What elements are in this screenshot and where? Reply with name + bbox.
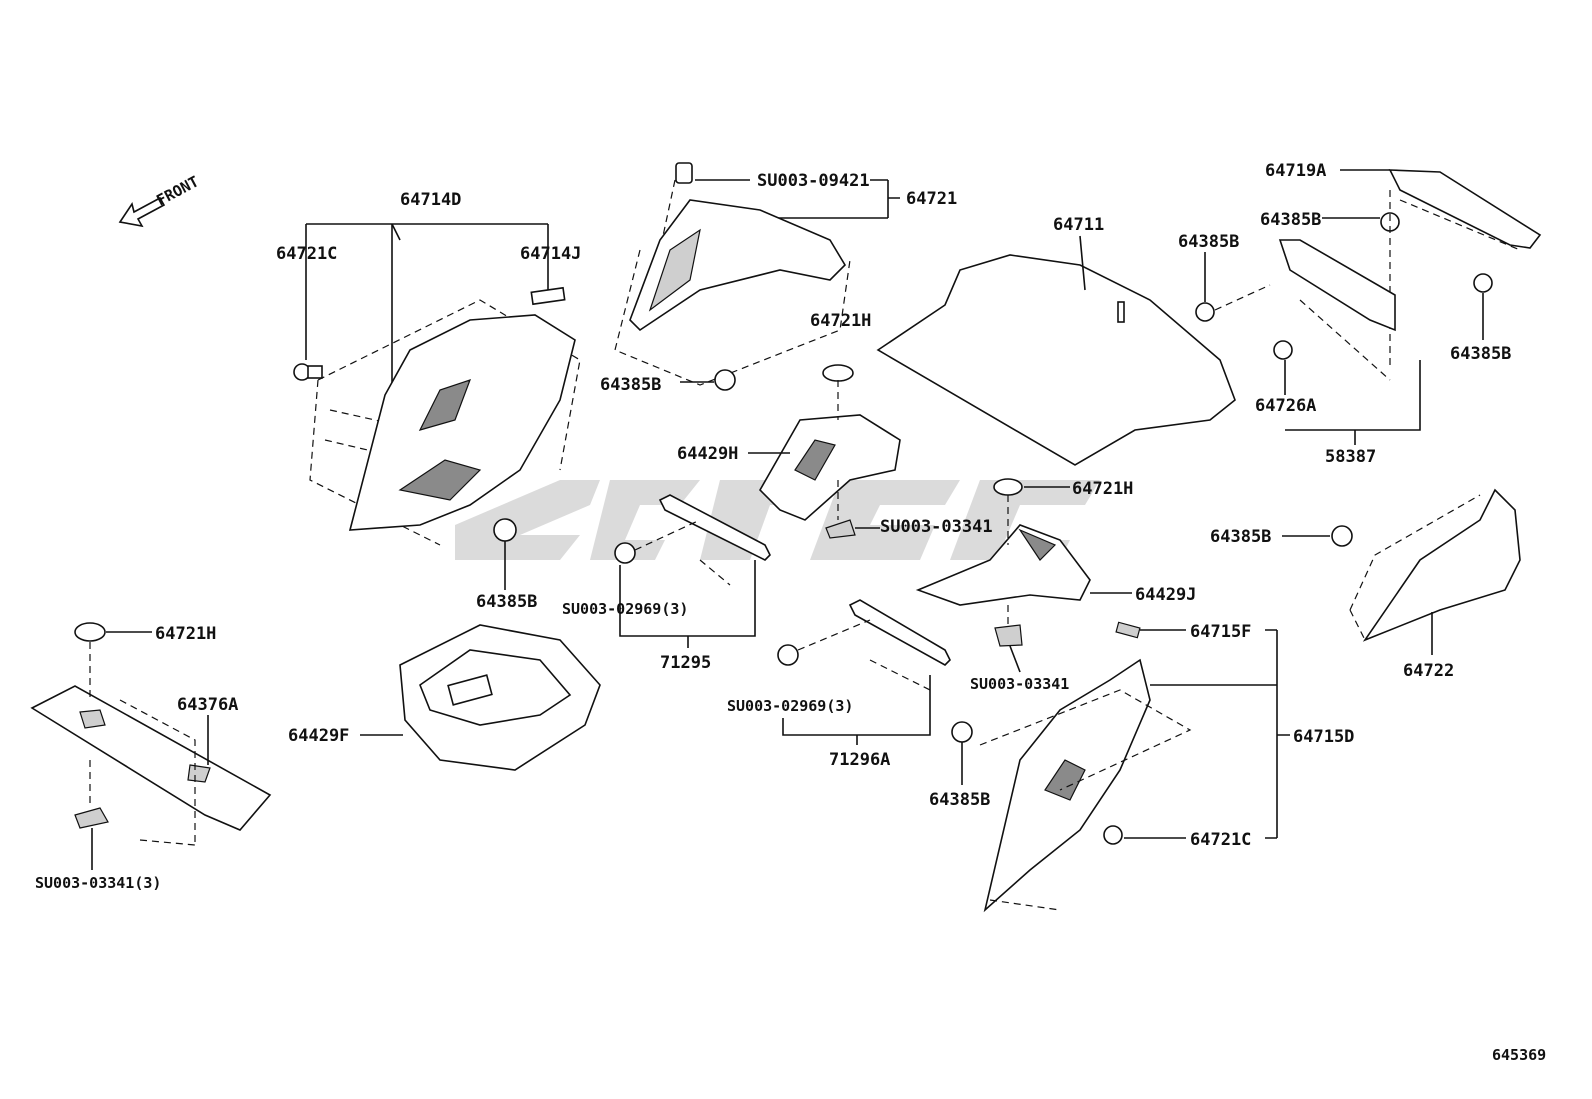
part-64376A-group: 64721H 64376A SU003-03341(3) <box>30 622 272 892</box>
label-64385B-center: 64385B <box>600 375 661 395</box>
front-direction-arrow: FRONT <box>118 172 202 228</box>
label-64429J: 64429J <box>1135 585 1196 605</box>
label-64721C-right: 64721C <box>1190 830 1251 850</box>
label-64711: 64711 <box>1053 215 1104 235</box>
label-64385B-top-right: 64385B <box>1260 210 1321 230</box>
part-64714D-group: 64714D 64721C 64714J 64385B <box>276 190 581 612</box>
label-SU003-03341-left: SU003-03341(3) <box>35 874 161 892</box>
label-SU003-03341-center: SU003-03341 <box>880 517 993 537</box>
label-64714J: 64714J <box>520 244 581 264</box>
label-64721C-left: 64721C <box>276 244 337 264</box>
label-71296A: 71296A <box>829 750 890 770</box>
label-64385B-left-of-58387: 64385B <box>1178 232 1239 252</box>
part-58387-group: 64719A 64385B 64385B 64385B 64726A 58387 <box>1178 161 1542 467</box>
part-71296A-group: SU003-02969(3) 71296A <box>727 599 951 770</box>
label-64376A: 64376A <box>177 695 238 715</box>
part-64711-group: 64711 <box>876 215 1236 466</box>
label-64385B-left: 64385B <box>476 592 537 612</box>
label-64429H: 64429H <box>677 444 738 464</box>
label-64385B-far-right: 64385B <box>1450 344 1511 364</box>
label-64715F: 64715F <box>1190 622 1251 642</box>
diagram-id: 645369 <box>1492 1046 1546 1064</box>
label-64719A: 64719A <box>1265 161 1326 181</box>
label-64385B-bottom: 64385B <box>929 790 990 810</box>
front-label: FRONT <box>153 172 201 209</box>
part-64715D-group: 64715F 64715D 64721C 64385B <box>929 621 1354 913</box>
part-64429F-group: 64429F <box>288 624 601 771</box>
part-64722-group: 64385B 64722 <box>1210 488 1521 681</box>
label-SU003-02969-right: SU003-02969(3) <box>727 697 853 715</box>
label-SU003-09421: SU003-09421 <box>757 171 870 191</box>
label-64721H-right: 64721H <box>1072 479 1133 499</box>
label-64722: 64722 <box>1403 661 1454 681</box>
label-64385B-64722: 64385B <box>1210 527 1271 547</box>
label-64721H-center: 64721H <box>810 311 871 331</box>
label-64714D: 64714D <box>400 190 461 210</box>
label-64429F: 64429F <box>288 726 349 746</box>
clip-64385B-center <box>680 369 736 391</box>
part-64721-group: SU003-09421 64721 64385B <box>600 162 957 395</box>
label-64715D: 64715D <box>1293 727 1354 747</box>
clip-64721C-left <box>293 363 323 381</box>
label-64721: 64721 <box>906 189 957 209</box>
label-64721H-left: 64721H <box>155 624 216 644</box>
label-58387: 58387 <box>1325 447 1376 467</box>
label-71295: 71295 <box>660 653 711 673</box>
part-71295-group: SU003-02969(3) 71295 <box>562 494 771 673</box>
part-64429J-group: 64721H 64429J SU003-03341 <box>915 478 1196 693</box>
label-64726A: 64726A <box>1255 396 1316 416</box>
label-SU003-02969-left: SU003-02969(3) <box>562 600 688 618</box>
clip-64385B-left <box>493 518 517 590</box>
part-64429H-group: 64721H 64429H SU003-03341 <box>677 311 993 539</box>
label-SU003-03341-right: SU003-03341 <box>970 675 1069 693</box>
